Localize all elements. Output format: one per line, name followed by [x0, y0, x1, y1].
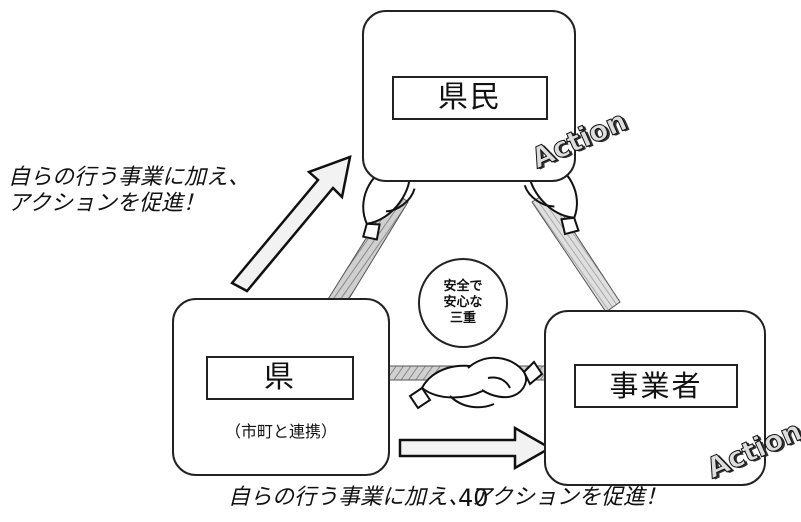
left-promotion-line-1: 自らの行う事業に加え、 — [8, 165, 251, 190]
left-promotion-line-2: アクションを促進！ — [8, 191, 205, 217]
up-arrow — [230, 155, 352, 293]
prefecture-text: 県 — [264, 360, 296, 395]
left-promotion-text: 自らの行う事業に加え、 アクションを促進！ — [8, 165, 250, 218]
center-circle: 安全で 安心な 三重 — [418, 258, 508, 348]
bottom-promotion-text: 自らの行う事業に加え、アクションを促進！ — [228, 485, 667, 510]
business-operators-node: 事業者 — [544, 310, 766, 486]
handshake-icon-bottom — [408, 356, 544, 410]
page-number: 40 — [458, 484, 489, 512]
prefectural-residents-node: 県民 — [362, 10, 576, 182]
prefectural-residents-text: 県民 — [438, 80, 502, 115]
prefecture-node: 県 （市町と連携） — [172, 298, 390, 476]
business-operators-text: 事業者 — [609, 368, 703, 403]
center-text: 安全で 安心な 三重 — [443, 279, 483, 326]
prefecture-subtitle: （市町と連携） — [224, 422, 337, 441]
right-arrow — [398, 425, 553, 471]
prefecture-label: 県 — [206, 356, 354, 400]
business-operators-label: 事業者 — [574, 364, 738, 408]
prefectural-residents-label: 県民 — [392, 76, 548, 120]
